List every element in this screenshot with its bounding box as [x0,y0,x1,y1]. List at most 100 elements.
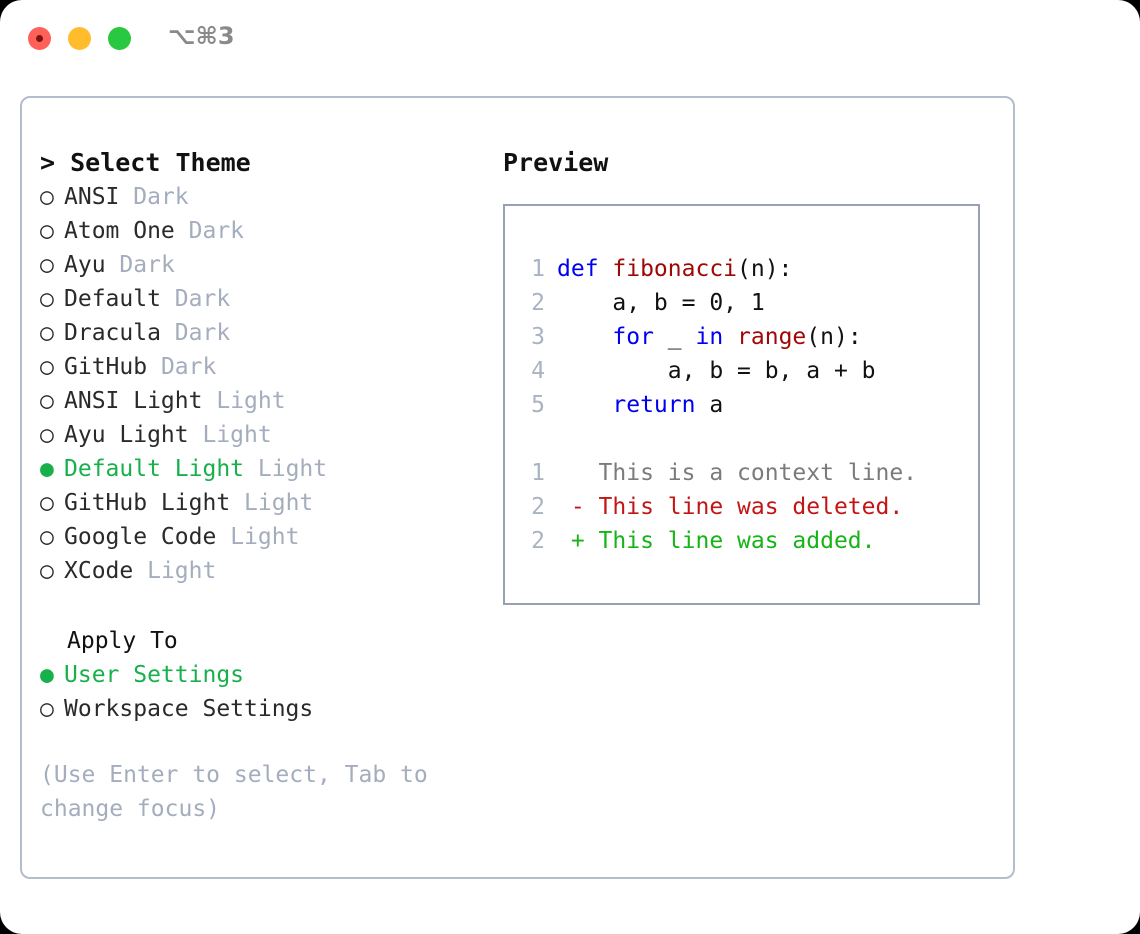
theme-name: GitHub Light [64,490,231,516]
window-title: ⌥⌘3 [168,22,235,50]
theme-variant-tag: Dark [174,320,231,346]
apply-to-item[interactable]: ○ Workspace Settings [40,692,480,726]
theme-name: Dracula [64,320,161,346]
theme-list-item[interactable]: ○Atom One Dark [40,214,480,248]
code-token: a, b = 0, 1 [557,290,765,316]
theme-variant-tag: Dark [119,252,175,278]
radio-unselected-icon: ○ [40,286,54,312]
radio-unselected-icon: ○ [40,388,54,414]
code-line: 1 def fibonacci(n): [505,252,978,286]
code-token [557,324,612,350]
diff-line: 2 + This line was added. [505,524,978,558]
select-theme-header: > Select Theme [40,148,251,177]
main-panel: > Select Theme ○ANSI Dark○Atom One Dark○… [20,96,1015,879]
line-number: 2 [531,528,545,554]
theme-name: Ayu Light [64,422,189,448]
line-number: 2 [531,290,545,316]
theme-variant-tag: Dark [174,286,231,312]
code-token: a, b = b, a + b [557,358,876,384]
code-token: _ [653,324,696,350]
theme-list-item[interactable]: ○ ANSI Light Light [40,384,480,418]
code-token: def [557,256,613,282]
code-line: 3 for _ in range(n): [505,320,978,354]
radio-unselected-icon: ○ [40,696,54,722]
radio-selected-icon: ● [40,662,54,688]
theme-name: XCode [64,558,134,584]
theme-list: ○ ANSI Dark ○ Atom One Dark ○ Ayu Dark ○ Defaul… [40,180,480,588]
theme-variant-tag: Light [147,558,217,584]
code-token: a [695,392,724,418]
line-number: 1 [531,256,545,282]
apply-to-section: Apply To ● User Settings ○ Workspace Settin… [40,624,480,726]
theme-variant-tag: Dark [133,184,189,210]
theme-variant-tag: Light [244,490,314,516]
theme-name: GitHub [64,354,148,380]
code-token: fibonacci [612,256,738,282]
diff-line: 2 - This line was deleted. [505,490,978,524]
theme-name: Default Light [64,456,245,482]
radio-unselected-icon: ○ [40,422,54,448]
theme-name: Ayu [64,252,106,278]
apply-to-list: ● User Settings ○ Workspace Settings [40,658,480,726]
line-number: 1 [531,460,545,486]
radio-unselected-icon: ○ [40,218,54,244]
radio-unselected-icon: ○ [40,354,54,380]
theme-list-item[interactable]: ○ Ayu Dark [40,248,480,282]
apply-to-label: Workspace Settings [64,696,314,722]
keyboard-hint-text: (Use Enter to select, Tab to change focu… [40,762,442,822]
radio-unselected-icon: ○ [40,320,54,346]
theme-name: ANSI [64,184,120,210]
theme-list-item[interactable]: ○ Default Dark [40,282,480,316]
theme-name: Atom One [64,218,175,244]
theme-list-item[interactable]: ○Google Code Light [40,520,480,554]
theme-list-item[interactable]: ○ Dracula Dark [40,316,480,350]
apply-to-item[interactable]: ● User Settings [40,658,480,692]
theme-list-item[interactable]: ○ ANSI Dark [40,180,480,214]
theme-variant-tag: Light [257,456,328,482]
line-number: 2 [531,494,545,520]
theme-list-item[interactable]: ○ Ayu Light Light [40,418,480,452]
code-token: return [612,392,696,418]
radio-unselected-icon: ○ [40,524,54,550]
theme-variant-tag: Light [202,422,272,448]
minimize-button-icon[interactable] [68,27,91,50]
code-token: This is a context line. [557,460,918,486]
close-button-icon[interactable] [28,27,51,50]
code-token: range [737,324,807,350]
radio-selected-icon: ● [40,456,54,482]
theme-name: ANSI Light [64,388,203,414]
line-number: 3 [531,324,545,350]
radio-unselected-icon: ○ [40,490,54,516]
code-token: (n): [737,256,793,282]
apply-to-label: User Settings [64,662,245,688]
code-spacer [505,422,978,456]
preview-header: Preview [503,148,609,177]
code-line: 4 a, b = b, a + b [505,354,978,388]
diff-sample: 1 This is a context line.2 - This line w… [505,456,978,558]
theme-name: Default [64,286,161,312]
code-token: + This line was added. [557,528,876,554]
line-number: 4 [531,358,545,384]
theme-list-item[interactable]: ● Default Light Light [40,452,480,486]
code-token [557,392,612,418]
code-token: (n): [806,324,862,350]
title-bar: ⌥⌘3 [0,0,1140,78]
apply-to-header: Apply To [67,628,178,654]
code-token: in [695,324,738,350]
line-number: 5 [531,392,545,418]
radio-unselected-icon: ○ [40,184,54,210]
radio-unselected-icon: ○ [40,252,54,278]
theme-list-item[interactable]: ○ GitHub Light Light [40,486,480,520]
diff-line: 1 This is a context line. [505,456,978,490]
maximize-button-icon[interactable] [108,27,131,50]
theme-list-item[interactable]: ○XCode Light [40,554,480,588]
theme-variant-tag: Light [230,524,300,550]
theme-variant-tag: Light [216,388,286,414]
theme-list-item[interactable]: ○GitHub Dark [40,350,480,384]
code-token: - This line was deleted. [557,494,904,520]
code-token: for [612,324,654,350]
